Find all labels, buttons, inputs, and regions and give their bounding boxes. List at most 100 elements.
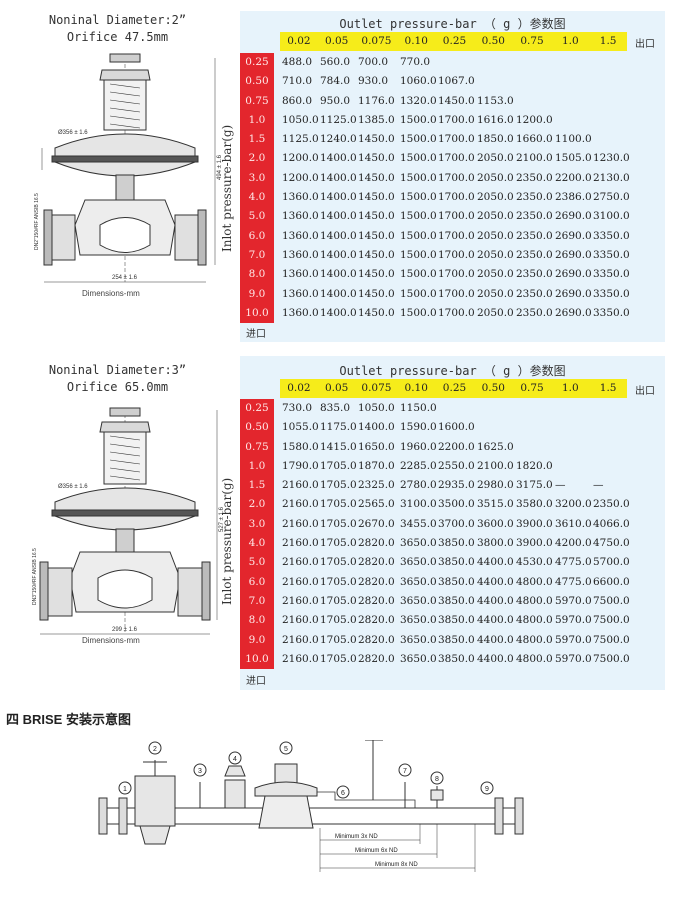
table-cell: 1450.0 bbox=[358, 133, 395, 146]
table-cell: 3650.0 bbox=[400, 614, 437, 627]
table-cell: 1400.0 bbox=[320, 306, 357, 319]
callout-4: 4 bbox=[233, 756, 237, 763]
table-cell: 3350.0 bbox=[593, 229, 630, 242]
table-cell: 1240.0 bbox=[320, 133, 357, 146]
regulator-drawing-3in: 299 ± 1.6 527 ± 1.6 Ø356 ± 1.6 DN3"150#R… bbox=[32, 407, 225, 635]
table-cell: 4400.0 bbox=[477, 594, 514, 607]
table-cell: 1790.0 bbox=[282, 459, 319, 472]
table-cell: 1400.0 bbox=[320, 229, 357, 242]
min-3x-nd-label: Minimum 3x ND bbox=[335, 834, 378, 840]
table-cell: 4400.0 bbox=[477, 633, 514, 646]
inlet-pressure-value: 9.0 bbox=[248, 287, 266, 300]
table-cell: 7500.0 bbox=[593, 652, 630, 665]
table-cell: 1705.0 bbox=[320, 652, 357, 665]
outlet-pressure-value: 0.075 bbox=[361, 382, 392, 394]
table-cell: 3455.0 bbox=[400, 517, 437, 530]
table-cell: 1500.0 bbox=[400, 268, 437, 281]
table-cell: 2690.0 bbox=[555, 248, 592, 261]
table-cell: 1705.0 bbox=[320, 517, 357, 530]
table-cell: 4400.0 bbox=[477, 556, 514, 569]
table-cell: 1705.0 bbox=[320, 575, 357, 588]
diagram-title-line2: Orifice 65.0mm bbox=[66, 380, 169, 394]
table-cell: 1705.0 bbox=[320, 594, 357, 607]
table-cell: 1450.0 bbox=[358, 306, 395, 319]
table-cell: 1125.0 bbox=[282, 133, 319, 146]
table-cell: 3200.0 bbox=[555, 498, 592, 511]
table-cell: 3900.0 bbox=[516, 517, 553, 530]
regulator-drawing-2in: 254 ± 1.6 494 ± 1.6 Ø356 ± 1.6 DN2"150#R… bbox=[34, 53, 223, 283]
table-cell: 1505.0 bbox=[555, 152, 592, 165]
table-cell: 1500.0 bbox=[400, 152, 437, 165]
table-cell: 860.0 bbox=[282, 94, 313, 107]
table-cell: 3850.0 bbox=[438, 652, 475, 665]
table-cell: 560.0 bbox=[320, 56, 351, 68]
table-cell: 3515.0 bbox=[477, 498, 514, 511]
table-cell: 1500.0 bbox=[400, 113, 437, 126]
table-cell: 2820.0 bbox=[358, 575, 395, 588]
callout-5: 5 bbox=[284, 746, 288, 753]
table-cell: 1150.0 bbox=[400, 402, 437, 414]
table-cell bbox=[438, 53, 477, 72]
table-cell: 3350.0 bbox=[593, 287, 630, 300]
table-cell: 2350.0 bbox=[516, 287, 553, 300]
table-cell: 1400.0 bbox=[320, 248, 357, 261]
diagram-title-line1: Noninal Diameter:3” bbox=[48, 363, 187, 377]
dimensions-note: Dimensions-mm bbox=[82, 636, 140, 645]
table-cell: 2160.0 bbox=[282, 594, 319, 607]
table-cell: 2130.0 bbox=[593, 171, 630, 184]
table-cell: 2100.0 bbox=[516, 152, 553, 165]
table-cell: 3850.0 bbox=[438, 614, 475, 627]
table-cell: 2050.0 bbox=[477, 171, 514, 184]
table-cell: 2550.0 bbox=[438, 459, 475, 472]
table-cell: 2160.0 bbox=[282, 556, 319, 569]
table-cell: 1500.0 bbox=[400, 248, 437, 261]
outlet-pressure-value: 1.0 bbox=[561, 382, 579, 394]
table-cell: 3350.0 bbox=[593, 306, 630, 319]
table-cell: 4400.0 bbox=[477, 575, 514, 588]
outlet-pressure-value: 0.02 bbox=[287, 35, 311, 47]
table-cell: 1125.0 bbox=[320, 113, 357, 126]
table-cell: 7500.0 bbox=[593, 614, 630, 627]
table-cell bbox=[593, 457, 631, 476]
table-cell: 1200.0 bbox=[282, 152, 319, 165]
table-cell: 2050.0 bbox=[477, 191, 514, 204]
diagram-title-line2: Orifice 47.5mm bbox=[66, 30, 169, 44]
table-cell: 1050.0 bbox=[358, 402, 395, 414]
table-cell: 2350.0 bbox=[516, 268, 553, 281]
table-cell: 2750.0 bbox=[593, 191, 630, 204]
table-cell: 835.0 bbox=[320, 402, 351, 414]
table-cell: 2050.0 bbox=[477, 268, 514, 281]
table-cell: 2200.0 bbox=[555, 171, 592, 184]
table-cell: 1700.0 bbox=[438, 171, 475, 184]
outlet-pressure-value: 0.05 bbox=[324, 35, 349, 47]
inlet-pressure-value: 0.25 bbox=[245, 402, 269, 414]
table-cell: 2050.0 bbox=[477, 287, 514, 300]
table-cell: 3100.0 bbox=[593, 210, 630, 223]
min-8x-nd-label: Minimum 8x ND bbox=[375, 862, 418, 868]
inlet-pressure-value: 0.50 bbox=[245, 75, 269, 88]
table-cell: 4800.0 bbox=[516, 652, 553, 665]
table-cell bbox=[593, 111, 631, 130]
table-cell: 3850.0 bbox=[438, 594, 475, 607]
table-cell bbox=[477, 53, 516, 72]
table-cell: 2200.0 bbox=[438, 440, 475, 453]
inlet-pressure-value: 3.0 bbox=[248, 171, 266, 184]
table-cell bbox=[516, 438, 555, 457]
outlet-pressure-value: 1.5 bbox=[599, 35, 617, 47]
table-cell: 2160.0 bbox=[282, 479, 319, 492]
table-cell: 1450.0 bbox=[358, 248, 395, 261]
table-cell: 2820.0 bbox=[358, 614, 395, 627]
table-cell: 1415.0 bbox=[320, 440, 357, 453]
table-cell: 1705.0 bbox=[320, 479, 357, 492]
table-cell: 2350.0 bbox=[516, 210, 553, 223]
table-cell: 3600.0 bbox=[477, 517, 514, 530]
outlet-end-label: 出口 bbox=[635, 386, 655, 397]
table-cell: 2160.0 bbox=[282, 537, 319, 550]
